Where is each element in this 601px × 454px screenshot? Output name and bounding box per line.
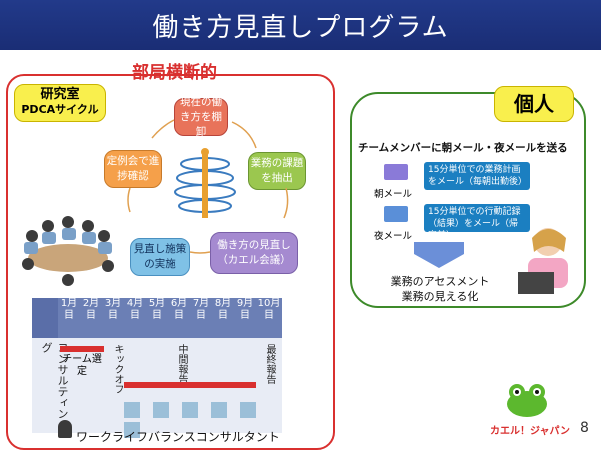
project-arrow xyxy=(124,382,256,388)
month-5: 5月目 xyxy=(146,298,169,338)
month-1: 1月目 xyxy=(58,298,81,338)
cycle-step-label: 業務の課題を抽出 xyxy=(250,157,304,184)
morning-mail-label: 朝メール xyxy=(374,189,413,200)
kickoff-label: キックオフ xyxy=(112,344,123,394)
cross-department-label: 部局横断的 xyxy=(132,63,217,83)
cycle-step-label: 現在の働き方を棚卸 xyxy=(180,95,222,138)
mail-icon xyxy=(384,206,408,222)
meeting-illustration xyxy=(22,216,114,286)
consultant-label: ワークライフバランスコンサルタント xyxy=(76,430,280,444)
lab-tag: 研究室 PDCAサイクル xyxy=(14,84,106,122)
arrow-4-icon xyxy=(127,187,131,213)
month-2: 2月目 xyxy=(80,298,103,338)
meeting-icons xyxy=(124,402,274,438)
result-line-1: 業務のアセスメント xyxy=(390,275,490,288)
result-text: 業務のアセスメント 業務の見える化 xyxy=(380,274,500,304)
consulting-label: コンサルティング xyxy=(40,342,69,419)
morning-mail-box: 15分単位での業務計画をメール（毎朝出勤後） xyxy=(424,162,530,190)
arrow-3-icon xyxy=(189,251,211,254)
schedule-chart: 1月目 2月目 3月目 4月目 5月目 6月目 7月目 8月目 9月目 10月目… xyxy=(32,298,283,438)
lab-tag-subtitle: PDCAサイクル xyxy=(21,103,99,116)
month-3: 3月目 xyxy=(102,298,125,338)
cycle-arrows xyxy=(127,119,289,254)
title-bar: 働き方見直しプログラム xyxy=(0,0,601,50)
cycle-step-extract-issues: 業務の課題を抽出 xyxy=(248,152,306,190)
logo-text: カエル！ジャパン xyxy=(490,426,570,437)
night-mail-box: 15分単位での行動記録（結果）をメール（帰宅前） xyxy=(424,204,530,241)
page-title: 働き方見直しプログラム xyxy=(152,12,449,43)
consultant-icon xyxy=(58,420,72,438)
month-6: 6月目 xyxy=(168,298,191,338)
cycle-step-review: 働き方の見直し（カエル会議） xyxy=(210,232,298,274)
arrow-1-icon xyxy=(231,121,257,149)
team-arrow xyxy=(60,346,104,352)
team-selection: チーム選定 xyxy=(62,354,102,377)
cycle-step-implement: 見直し施策の実施 xyxy=(130,238,190,276)
cycle-step-progress-check: 定例会で進捗確認 xyxy=(104,150,162,188)
frog-logo-icon xyxy=(507,384,547,417)
schedule-corner xyxy=(32,298,59,338)
month-4: 4月目 xyxy=(124,298,147,338)
cycle-step-label: 働き方の見直し（カエル会議） xyxy=(217,239,291,266)
lab-tag-title: 研究室 xyxy=(40,87,80,102)
month-10: 10月目 xyxy=(256,298,283,338)
mail-icon xyxy=(384,164,408,180)
email-heading: チームメンバーに朝メール・夜メールを送る xyxy=(358,142,568,154)
month-8: 8月目 xyxy=(212,298,235,338)
page-number: 8 xyxy=(580,420,589,436)
cycle-step-label: 定例会で進捗確認 xyxy=(106,155,160,182)
month-9: 9月目 xyxy=(234,298,257,338)
person-laptop-illustration xyxy=(518,228,568,294)
final-report-label: 最終報告 xyxy=(264,344,275,384)
month-7: 7月目 xyxy=(190,298,213,338)
arrow-5-icon xyxy=(151,119,175,139)
arrow-2-icon xyxy=(283,187,289,219)
down-arrow-icon xyxy=(414,242,464,268)
spiral-icon xyxy=(174,148,236,218)
mid-report-label: 中間報告 xyxy=(176,344,187,384)
night-mail-label: 夜メール xyxy=(374,231,413,242)
cycle-step-inventory: 現在の働き方を棚卸 xyxy=(174,96,228,138)
individual-tag: 個人 xyxy=(494,86,574,122)
cycle-step-label: 見直し施策の実施 xyxy=(133,243,187,270)
result-line-2: 業務の見える化 xyxy=(401,290,479,303)
